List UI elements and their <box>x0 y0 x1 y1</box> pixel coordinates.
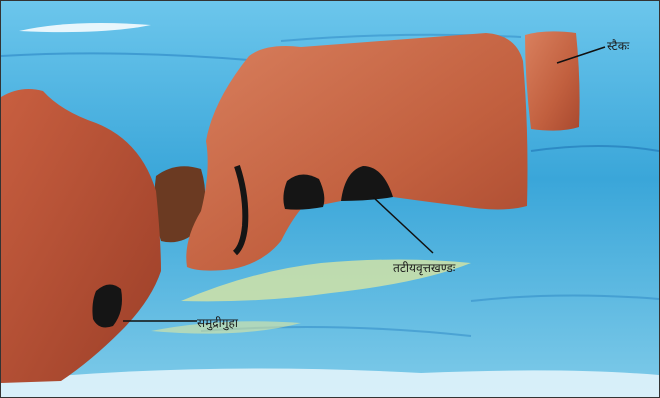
sea-stack-label: स्टैकः <box>607 37 629 54</box>
sea-cave-label: समुद्रीगुहा <box>197 314 238 331</box>
cliff-cave <box>283 174 324 209</box>
sea-stack <box>525 31 580 130</box>
sea-arch-label: तटीयवृत्तखण्डः <box>393 259 455 276</box>
